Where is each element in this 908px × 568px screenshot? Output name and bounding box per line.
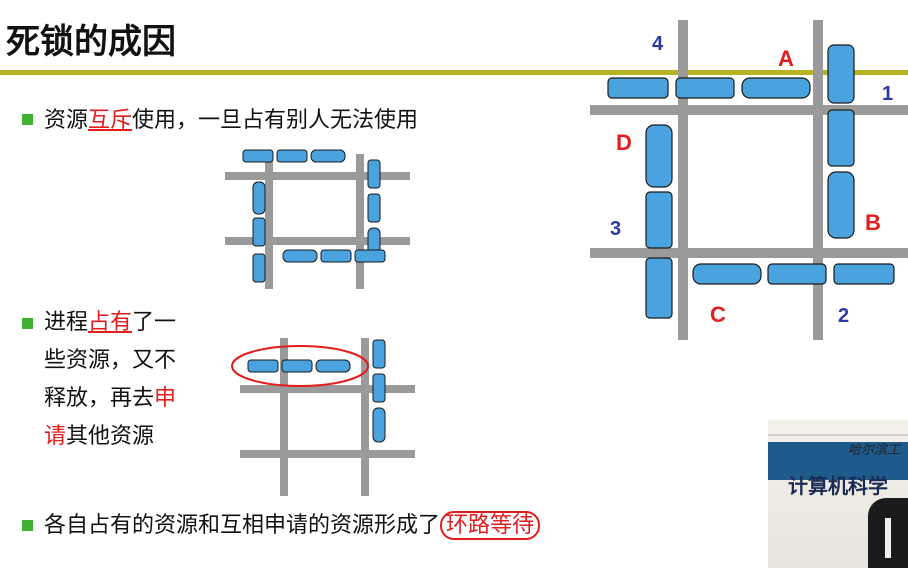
bullet-2-l3-highlight: 申 (154, 386, 176, 411)
road-number-1: 1 (882, 83, 893, 105)
large-intersection-diagram: 4 1 3 2 A B C D (590, 20, 908, 350)
bullet-icon (22, 318, 33, 329)
bullet-2-l4-highlight: 请 (44, 424, 66, 449)
train-label-a: A (778, 46, 794, 71)
train-label-b: B (865, 210, 881, 235)
video-small-text: 哈尔滨工 (848, 439, 900, 458)
bullet-1-text: 资源互斥使用，一旦占有别人无法使用 (44, 106, 418, 136)
train-label-d: D (616, 130, 632, 155)
bullet-2-l4-suffix: 其他资源 (66, 424, 154, 449)
small-intersection-diagram (225, 142, 415, 292)
video-label: 计算机科学 (788, 470, 888, 499)
road-number-2: 2 (838, 305, 849, 327)
bullet-2-l1-highlight: 占有 (88, 310, 132, 335)
bullet-3-text: 各自占有的资源和互相申请的资源形成了环路等待 (44, 511, 540, 541)
occupy-request-diagram (230, 338, 420, 496)
bullet-3-prefix: 各自占有的资源和互相申请的资源形成了 (44, 513, 440, 538)
page-title: 死锁的成因 (6, 14, 176, 63)
bullet-1-highlight: 互斥 (88, 108, 132, 133)
lecturer-video: 哈尔滨工 计算机科学 (768, 420, 908, 568)
bullet-icon (22, 520, 33, 531)
bullet-1-prefix: 资源 (44, 108, 88, 133)
road-number-4: 4 (652, 33, 664, 55)
bullet-1-suffix: 使用，一旦占有别人无法使用 (132, 108, 418, 133)
road-number-3: 3 (610, 218, 621, 240)
bullet-2-l1-suffix: 了一 (132, 310, 176, 335)
bullet-2-text: 进程占有了一 些资源，又不 释放，再去申 请其他资源 (44, 308, 224, 452)
bullet-2-l2: 些资源，又不 (44, 346, 224, 376)
train-label-c: C (710, 302, 726, 327)
bullet-icon (22, 114, 33, 125)
bullet-3-highlight: 环路等待 (440, 511, 540, 540)
bullet-2-l3-prefix: 释放，再去 (44, 386, 154, 411)
bullet-2-l1-prefix: 进程 (44, 310, 88, 335)
